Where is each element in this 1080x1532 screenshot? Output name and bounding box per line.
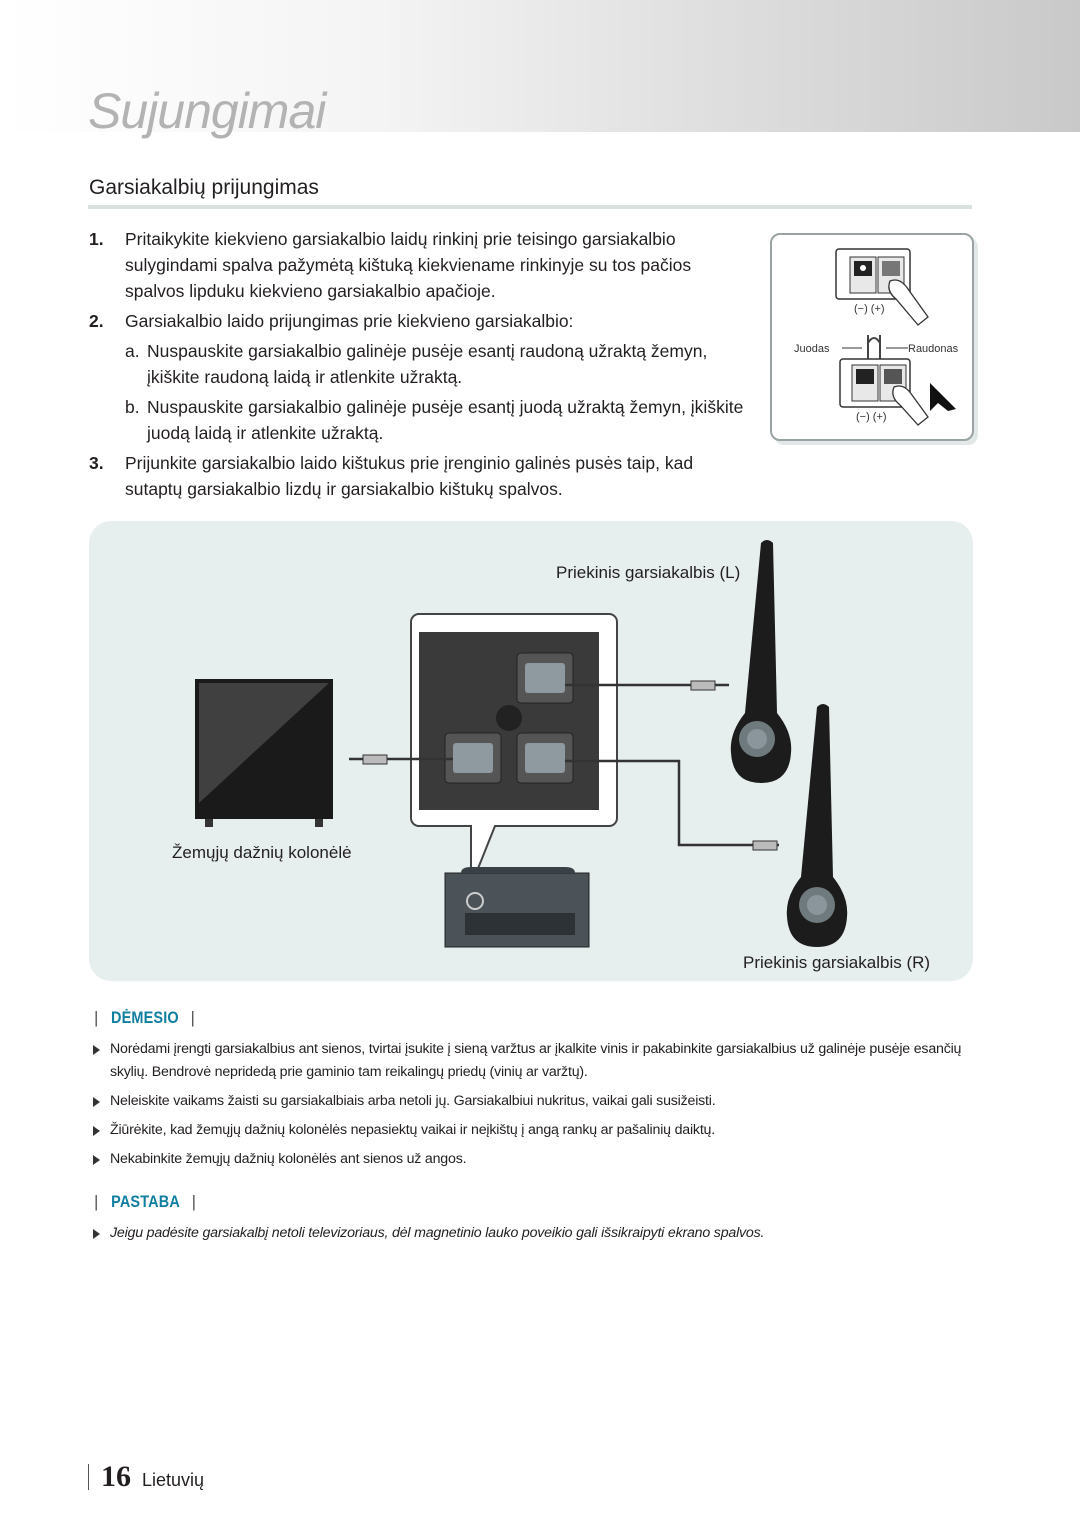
list-item: Neleiskite vaikams žaisti su garsiakalbi…	[88, 1090, 968, 1113]
step-text: Prijunkite garsiakalbio laido kištukus p…	[125, 453, 694, 499]
bullet-triangle-icon	[93, 1126, 100, 1136]
caution-heading: |DĖMESIO|	[94, 1008, 196, 1027]
instruction-steps: 1. Pritaikykite kiekvieno garsiakalbio la…	[89, 226, 749, 506]
section-title: Garsiakalbių prijungimas	[89, 176, 319, 199]
list-item: Norėdami įrengti garsiakalbius ant sieno…	[88, 1038, 968, 1084]
polarity-label-top: (−) (+)	[854, 303, 885, 315]
note-heading-text: PASTABA	[110, 1192, 180, 1211]
step-2b: b. Nuspauskite garsiakalbio galinėje pusė…	[89, 394, 749, 446]
note-list: Jeigu padėsite garsiakalbį netoli televi…	[88, 1222, 968, 1251]
bullet-triangle-icon	[93, 1229, 100, 1239]
page-number: 16	[101, 1460, 131, 1493]
step-text: Nuspauskite garsiakalbio galinėje pusėje…	[147, 397, 744, 443]
bullet-triangle-icon	[93, 1155, 100, 1165]
front-speaker-left-label: Priekinis garsiakalbis (L)	[556, 563, 741, 582]
bullet-triangle-icon	[93, 1097, 100, 1107]
step-number: 2.	[89, 311, 104, 331]
step-text: Nuspauskite garsiakalbio galinėje pusėje…	[147, 341, 708, 387]
note-heading: |PASTABA|	[94, 1192, 197, 1211]
step-text: Pritaikykite kiekvieno garsiakalbio laid…	[125, 229, 692, 301]
substep-letter: a.	[125, 341, 140, 361]
step-1: 1. Pritaikykite kiekvieno garsiakalbio la…	[89, 226, 749, 304]
terminal-inset-illustration: (−) (+) Juodas Raudonas (−) (+)	[770, 233, 974, 441]
step-number: 1.	[89, 229, 104, 249]
list-item-text: Norėdami įrengti garsiakalbius ant sieno…	[110, 1041, 962, 1080]
caution-heading-text: DĖMESIO	[110, 1008, 179, 1027]
front-speaker-right-label: Priekinis garsiakalbis (R)	[743, 953, 931, 972]
list-item-text: Neleiskite vaikams žaisti su garsiakalbi…	[110, 1093, 716, 1109]
subwoofer-label: Žemųjų dažnių kolonėlė	[172, 843, 352, 862]
footer-language: Lietuvių	[142, 1470, 205, 1490]
header-band	[0, 0, 1080, 132]
wire-label-black: Juodas	[794, 343, 830, 355]
bullet-triangle-icon	[93, 1045, 100, 1055]
substep-letter: b.	[125, 397, 140, 417]
wire-label-red: Raudonas	[908, 343, 959, 355]
section-divider	[88, 205, 972, 209]
step-number: 3.	[89, 453, 104, 473]
footer-divider	[88, 1464, 89, 1490]
list-item: Jeigu padėsite garsiakalbį netoli televi…	[88, 1222, 968, 1245]
polarity-label-bottom: (−) (+)	[856, 411, 887, 423]
step-2a: a. Nuspauskite garsiakalbio galinėje pusė…	[89, 338, 749, 390]
step-text: Garsiakalbio laido prijungimas prie kiek…	[125, 311, 574, 331]
speaker-connection-illustration	[195, 540, 848, 948]
list-item: Nekabinkite žemųjų dažnių kolonėlės ant …	[88, 1148, 968, 1171]
list-item-text: Žiūrėkite, kad žemųjų dažnių kolonėlės n…	[110, 1122, 715, 1138]
list-item-text: Nekabinkite žemųjų dažnių kolonėlės ant …	[110, 1151, 467, 1167]
step-2: 2. Garsiakalbio laido prijungimas prie ki…	[89, 308, 749, 334]
list-item-text: Jeigu padėsite garsiakalbį netoli televi…	[110, 1225, 765, 1241]
terminal-clips-illustration	[835, 248, 956, 426]
connection-diagram: Priekinis garsiakalbis (L) Žemųjų dažnių…	[89, 521, 973, 981]
chapter-title: Sujungimai	[88, 83, 326, 139]
step-3: 3. Prijunkite garsiakalbio laido kištukus…	[89, 450, 749, 502]
caution-list: Norėdami įrengti garsiakalbius ant sieno…	[88, 1038, 968, 1177]
list-item: Žiūrėkite, kad žemųjų dažnių kolonėlės n…	[88, 1119, 968, 1142]
